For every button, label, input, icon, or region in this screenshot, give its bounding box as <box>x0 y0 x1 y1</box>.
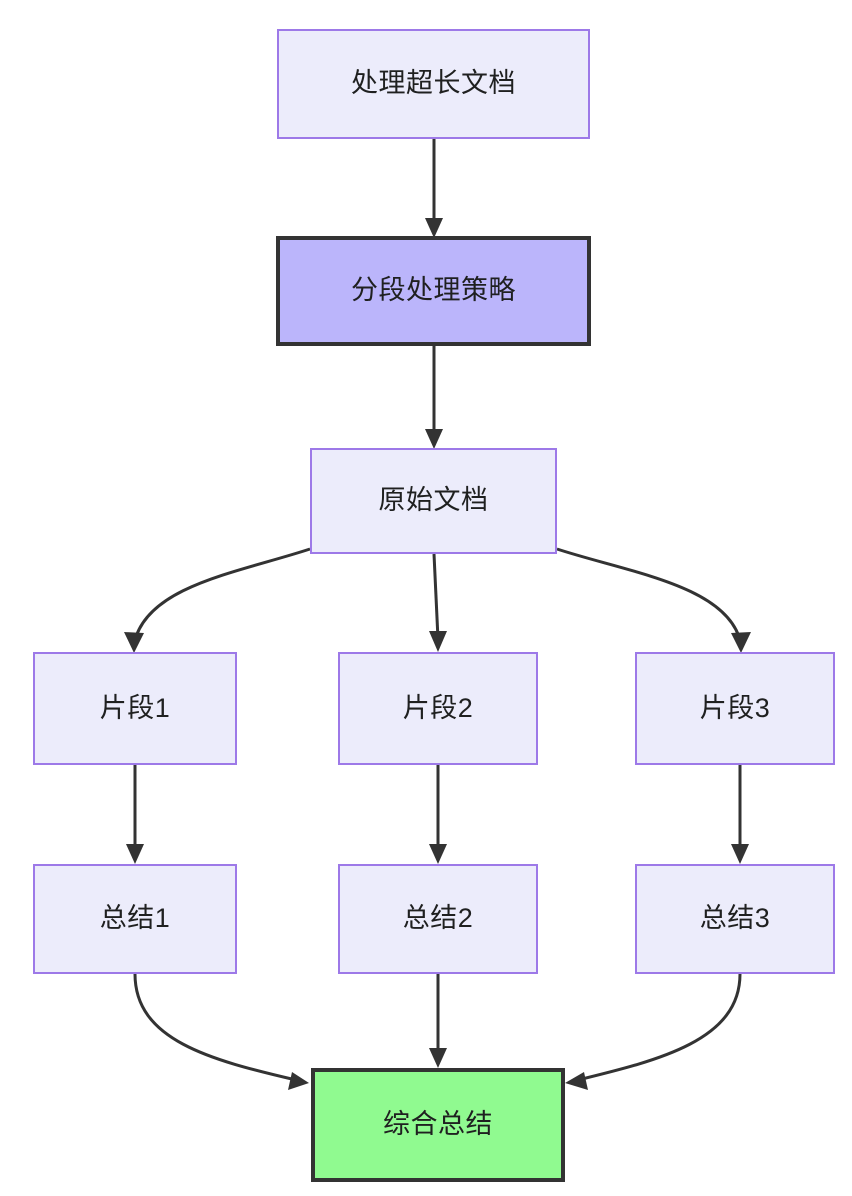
edge-source-to-chunk2 <box>429 553 447 652</box>
node-chunk-3[interactable]: 片段3 <box>635 652 835 765</box>
node-label: 总结2 <box>402 903 474 934</box>
node-chunking-strategy[interactable]: 分段处理策略 <box>276 236 591 346</box>
node-label: 综合总结 <box>383 1109 493 1140</box>
edge-source-to-chunk3 <box>556 547 751 653</box>
node-summary-2[interactable]: 总结2 <box>338 864 538 974</box>
node-summary-1[interactable]: 总结1 <box>33 864 237 974</box>
node-label: 片段1 <box>99 692 171 723</box>
edge-sum1-to-final <box>133 973 309 1090</box>
edge-chunk2-to-sum2 <box>429 765 447 864</box>
node-label: 原始文档 <box>378 485 489 516</box>
node-label: 片段3 <box>699 692 771 723</box>
node-summary-3[interactable]: 总结3 <box>635 864 835 974</box>
node-label: 分段处理策略 <box>351 275 516 306</box>
node-source-document[interactable]: 原始文档 <box>310 448 557 554</box>
edge-chunk3-to-sum3 <box>731 765 749 864</box>
node-comprehensive-summary[interactable]: 综合总结 <box>311 1068 565 1182</box>
edge-doc-to-strategy <box>425 139 443 238</box>
edge-sum2-to-final <box>429 974 447 1068</box>
node-label: 总结3 <box>699 903 771 934</box>
node-label: 片段2 <box>402 692 474 723</box>
edge-chunk1-to-sum1 <box>126 765 144 864</box>
node-chunk-2[interactable]: 片段2 <box>338 652 538 765</box>
node-label: 总结1 <box>99 903 171 934</box>
edge-source-to-chunk1 <box>124 547 311 653</box>
node-process-long-document[interactable]: 处理超长文档 <box>277 29 590 139</box>
edge-strategy-to-source <box>425 345 443 449</box>
node-label: 处理超长文档 <box>351 68 516 99</box>
node-chunk-1[interactable]: 片段1 <box>33 652 237 765</box>
edge-sum3-to-final <box>565 973 742 1090</box>
